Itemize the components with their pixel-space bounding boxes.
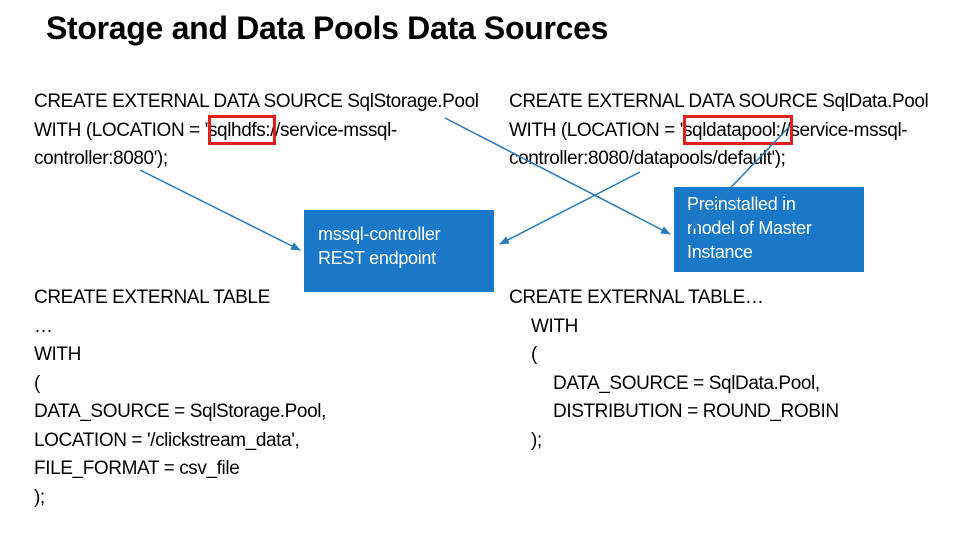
code-line: WITH (LOCATION = 'sqlhdfs://service-mssq… bbox=[34, 119, 397, 141]
arrow-datapool-to-controller bbox=[499, 171, 641, 245]
data-pool-table-statement: CREATE EXTERNAL TABLE… WITH ( DATA_SOURC… bbox=[509, 284, 839, 455]
code-line: CREATE EXTERNAL TABLE… bbox=[509, 287, 764, 308]
callout-line: model of Master bbox=[687, 218, 812, 238]
sqldatapool-highlight-box bbox=[683, 115, 793, 145]
mssql-controller-callout: mssql-controller REST endpoint bbox=[304, 210, 494, 292]
code-line: ( bbox=[34, 372, 40, 394]
code-line: ); bbox=[34, 486, 45, 508]
code-line: CREATE EXTERNAL TABLE bbox=[34, 287, 270, 308]
callout-line: REST endpoint bbox=[318, 248, 436, 268]
arrow-storage-uri-to-master bbox=[444, 117, 671, 235]
data-pool-data-source-statement: CREATE EXTERNAL DATA SOURCE SqlData.Pool… bbox=[509, 88, 929, 174]
code-line: controller:8080'); bbox=[34, 148, 168, 169]
code-line: WITH bbox=[531, 315, 578, 337]
master-instance-callout: Preinstalled in model of Master Instance bbox=[674, 187, 864, 272]
callout-line: Instance bbox=[687, 242, 753, 262]
code-line: … bbox=[34, 315, 53, 337]
storage-pool-data-source-statement: CREATE EXTERNAL DATA SOURCE SqlStorage.P… bbox=[34, 88, 479, 174]
code-line: DISTRIBUTION = ROUND_ROBIN bbox=[553, 401, 839, 422]
code-line: DATA_SOURCE = SqlData.Pool, bbox=[553, 372, 820, 394]
code-line: LOCATION = '/clickstream_data', bbox=[34, 429, 300, 451]
code-line: WITH (LOCATION = 'sqldatapool://service-… bbox=[509, 119, 908, 141]
arrow-storage-to-controller bbox=[139, 169, 301, 251]
code-line: CREATE EXTERNAL DATA SOURCE SqlData.Pool bbox=[509, 91, 929, 112]
arrow-datapool-uri-to-master bbox=[689, 125, 791, 231]
code-line: controller:8080/datapools/default'); bbox=[509, 148, 786, 169]
code-line: DATA_SOURCE = SqlStorage.Pool, bbox=[34, 401, 326, 422]
code-line: WITH bbox=[34, 344, 81, 365]
callout-line: Preinstalled in bbox=[687, 194, 796, 214]
slide-title: Storage and Data Pools Data Sources bbox=[46, 10, 609, 46]
code-line: FILE_FORMAT = csv_file bbox=[34, 458, 240, 479]
code-line: CREATE EXTERNAL DATA SOURCE SqlStorage.P… bbox=[34, 91, 479, 112]
sqlhdfs-highlight-box bbox=[208, 115, 276, 145]
code-line: ); bbox=[531, 429, 542, 451]
storage-pool-table-statement: CREATE EXTERNAL TABLE … WITH ( DATA_SOUR… bbox=[34, 284, 326, 512]
callout-line: mssql-controller bbox=[318, 224, 441, 244]
code-line: ( bbox=[531, 344, 537, 365]
